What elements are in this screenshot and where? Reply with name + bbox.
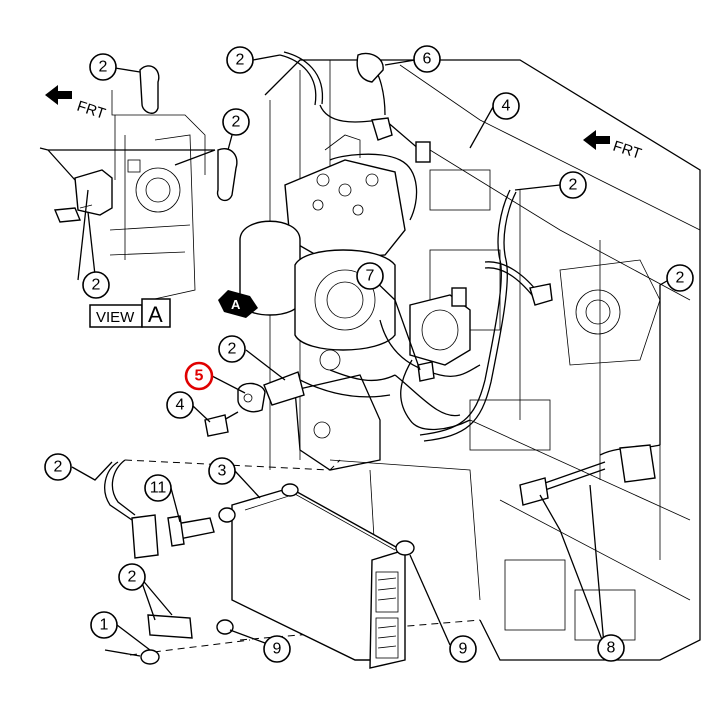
callout-2: 2: [44, 453, 72, 481]
view-a-marker: A: [218, 290, 258, 318]
air-compressor: [239, 134, 406, 351]
callout-4: 4: [166, 391, 194, 419]
svg-text:2: 2: [569, 177, 578, 194]
callout-2: 2: [226, 46, 254, 74]
callout-5-highlighted: 5: [184, 361, 214, 391]
svg-text:8: 8: [607, 640, 616, 657]
front-arrow-icon: [45, 85, 72, 105]
frt-arrow-right: FRT: [583, 130, 643, 163]
callout-2: 2: [89, 53, 117, 81]
svg-text:9: 9: [273, 641, 282, 658]
view-a-label: VIEW A: [89, 298, 171, 328]
svg-text:6: 6: [423, 51, 432, 68]
svg-text:2: 2: [99, 59, 108, 76]
callout-2: 2: [666, 264, 694, 292]
callout-2: 2: [218, 335, 246, 363]
svg-text:4: 4: [502, 98, 511, 115]
svg-text:2: 2: [236, 52, 245, 69]
hydraulic-pump: [409, 287, 471, 366]
svg-text:2: 2: [128, 569, 137, 586]
frt-label: FRT: [75, 98, 108, 123]
callout-7: 7: [356, 262, 384, 290]
ecm-module: [104, 459, 415, 669]
svg-text:2: 2: [228, 341, 237, 358]
callout-2: 2: [559, 171, 587, 199]
svg-text:9: 9: [459, 641, 468, 658]
callout-4: 4: [492, 92, 520, 120]
callout-11: 11: [144, 474, 172, 502]
callout-6: 6: [413, 45, 441, 73]
frt-arrow-left: FRT: [45, 85, 107, 123]
callout-9: 9: [263, 635, 291, 663]
svg-text:2: 2: [92, 277, 101, 294]
engine-lower-cover: [294, 349, 381, 471]
svg-text:7: 7: [366, 268, 375, 285]
svg-text:3: 3: [218, 463, 227, 480]
svg-text:4: 4: [176, 397, 185, 414]
view-letter: A: [148, 302, 163, 327]
callout-2: 2: [118, 563, 146, 591]
front-arrow-icon: [583, 130, 610, 150]
frt-label: FRT: [611, 138, 644, 163]
callout-3: 3: [208, 457, 236, 485]
view-marker-letter: A: [231, 297, 241, 312]
callout-2: 2: [222, 108, 250, 136]
svg-text:5: 5: [195, 368, 204, 385]
callout-2: 2: [82, 271, 110, 299]
callout-8: 8: [597, 634, 625, 662]
svg-text:2: 2: [232, 114, 241, 131]
callout-9: 9: [449, 635, 477, 663]
view-word: VIEW: [96, 309, 135, 326]
svg-text:11: 11: [150, 480, 167, 497]
svg-text:2: 2: [54, 459, 63, 476]
callout-1: 1: [90, 611, 118, 639]
view-a-detail: [39, 65, 238, 301]
svg-text:2: 2: [676, 270, 685, 287]
wire-harness: [204, 51, 661, 506]
svg-text:1: 1: [100, 617, 109, 634]
